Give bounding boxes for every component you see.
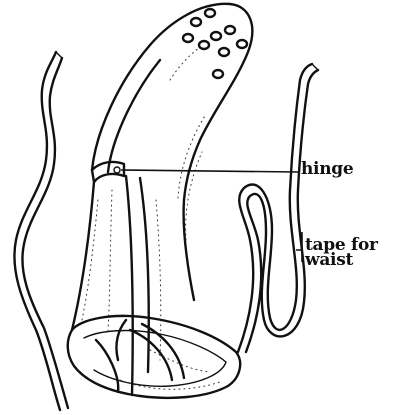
splint-upper-shading <box>170 42 208 240</box>
splint-bottom-inner <box>84 331 226 387</box>
splint-lower-left-edge <box>72 182 94 330</box>
hinge-rivet <box>114 167 120 173</box>
hinge-label: hinge <box>301 162 353 177</box>
ventilation-hole <box>213 70 223 78</box>
ventilation-hole <box>205 9 215 17</box>
left-tape-end <box>56 52 62 58</box>
ventilation-hole <box>211 32 221 40</box>
ventilation-holes <box>183 9 247 78</box>
hinge-callout-line <box>121 170 298 172</box>
right-waist-tape-edge <box>246 70 318 352</box>
ventilation-hole <box>219 48 229 56</box>
ventilation-hole <box>225 26 235 34</box>
right-tape-end <box>312 64 318 70</box>
splint-upper-inner-edge <box>108 60 160 172</box>
ventilation-hole <box>183 34 193 42</box>
ventilation-hole <box>199 41 209 49</box>
tape-for-waist-label: tape for waist <box>305 238 393 268</box>
splint-lower-panel <box>140 178 149 372</box>
ventilation-hole <box>191 18 201 26</box>
splint-lower-right-edge <box>126 176 133 395</box>
ventilation-hole <box>237 40 247 48</box>
splint-bottom-strap <box>130 324 184 380</box>
